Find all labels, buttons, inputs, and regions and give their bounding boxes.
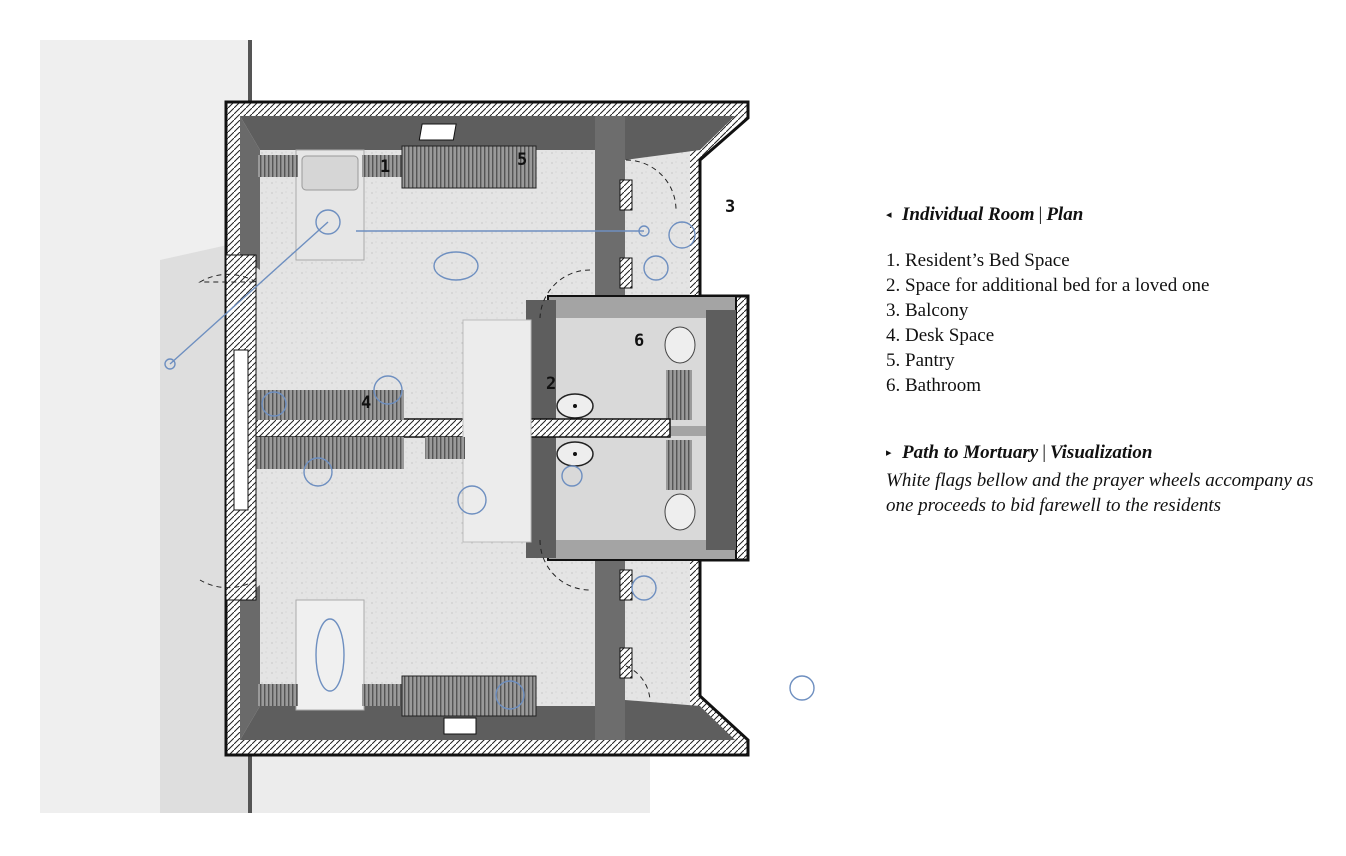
desk-upper xyxy=(256,390,404,420)
figure-bath-bottom xyxy=(561,465,583,487)
balcony-pier-2 xyxy=(619,257,633,289)
counter-bottom-mid xyxy=(362,684,402,706)
side-table-lower xyxy=(425,437,465,459)
figure-desk-upper xyxy=(373,375,403,405)
balcony-marker-circle xyxy=(668,221,696,249)
legend-list: 1. Resident’s Bed Space 2. Space for add… xyxy=(886,248,1326,398)
legend-item: 1. Resident’s Bed Space xyxy=(886,250,1070,271)
visualization-heading-title: Path to Mortuary xyxy=(902,442,1039,463)
lower-wall-face-right xyxy=(625,700,735,740)
floor-plan: 1 2 3 4 5 6 xyxy=(40,40,815,813)
balcony-pier-1 xyxy=(619,179,633,211)
party-wall xyxy=(227,418,671,438)
label-pantry: 5 xyxy=(517,150,527,170)
plant-upper xyxy=(261,391,287,417)
visualization-heading: ▸ Path to Mortuary|Visualization xyxy=(886,438,1326,468)
toilet-bottom xyxy=(664,493,696,531)
triangle-left-icon: ◂ xyxy=(886,209,892,221)
pantry-bottom xyxy=(401,675,537,717)
window-glazing xyxy=(233,349,249,511)
sightline-diagonal xyxy=(169,221,329,365)
skylight-bottom xyxy=(443,717,477,735)
figure-bed-top xyxy=(315,209,341,235)
figure-bed-bottom xyxy=(315,618,345,692)
figure-balcony-top xyxy=(643,255,669,281)
counter-bottom-left xyxy=(258,684,298,706)
door-swing-bath-bottom xyxy=(539,539,591,591)
skylight-top xyxy=(418,123,457,141)
plant-lower xyxy=(495,680,525,710)
sightline-start xyxy=(164,358,176,370)
legend-item: 4. Desk Space xyxy=(886,325,995,346)
door-swing-bottom-right xyxy=(625,665,651,701)
visualization-description: White flags bellow and the prayer wheels… xyxy=(886,470,1314,516)
visualization-heading-subtitle: Visualization xyxy=(1050,442,1153,463)
pantry-top xyxy=(401,145,537,189)
shower-grate-top xyxy=(666,370,692,420)
bed-bottom xyxy=(295,599,365,711)
figure-wheelchair-top xyxy=(433,251,479,281)
label-balcony: 3 xyxy=(725,197,735,217)
legend-item: 3. Balcony xyxy=(886,300,969,321)
legend-item: 6. Bathroom xyxy=(886,375,981,396)
balcony-pier-3 xyxy=(619,569,633,601)
door-swing-bottom-left xyxy=(199,579,257,589)
toilet-top xyxy=(664,326,696,364)
plan-heading-subtitle: Plan xyxy=(1046,204,1084,225)
extra-bed-space xyxy=(462,319,532,543)
label-bathroom: 6 xyxy=(634,331,644,351)
left-wall-face-top xyxy=(240,116,260,270)
figure-outside xyxy=(789,675,815,701)
label-bed-space: 1 xyxy=(380,157,390,177)
plan-heading-separator: | xyxy=(1038,204,1043,225)
figure-extra-bed xyxy=(457,485,487,515)
plan-heading: ◂ Individual Room|Plan xyxy=(886,200,1326,230)
figure-balcony-bottom xyxy=(631,575,657,601)
blue-figures xyxy=(164,209,815,710)
legend: ◂Individual Room|Plan 1. Resident’s Bed … xyxy=(886,200,1326,518)
counter-top-left xyxy=(258,155,298,177)
label-extra-bed: 2 xyxy=(546,374,556,394)
upper-wall-face-right xyxy=(625,116,735,160)
door-swing-top-right xyxy=(625,159,677,211)
counter-top-mid xyxy=(362,155,402,177)
pillow-top xyxy=(301,155,359,191)
legend-item: 5. Pantry xyxy=(886,350,955,371)
plan-heading-title: Individual Room xyxy=(902,204,1035,225)
label-desk: 4 xyxy=(361,393,371,413)
basin-drain-top xyxy=(573,404,577,408)
basin-drain-bottom xyxy=(573,452,577,456)
door-swing-top-left xyxy=(198,273,257,283)
shower-grate-bottom xyxy=(666,440,692,490)
bathroom-wall-right xyxy=(706,310,736,550)
door-swing-bath-top xyxy=(539,269,591,319)
balcony-pier-4 xyxy=(619,647,633,679)
figure-desk-lower xyxy=(303,457,333,487)
sightline-end xyxy=(638,225,650,237)
legend-item: 2. Space for additional bed for a loved … xyxy=(886,275,1210,296)
triangle-right-icon: ▸ xyxy=(886,447,892,459)
visualization-heading-separator: | xyxy=(1042,442,1047,463)
left-wall-face-bottom xyxy=(240,585,260,740)
